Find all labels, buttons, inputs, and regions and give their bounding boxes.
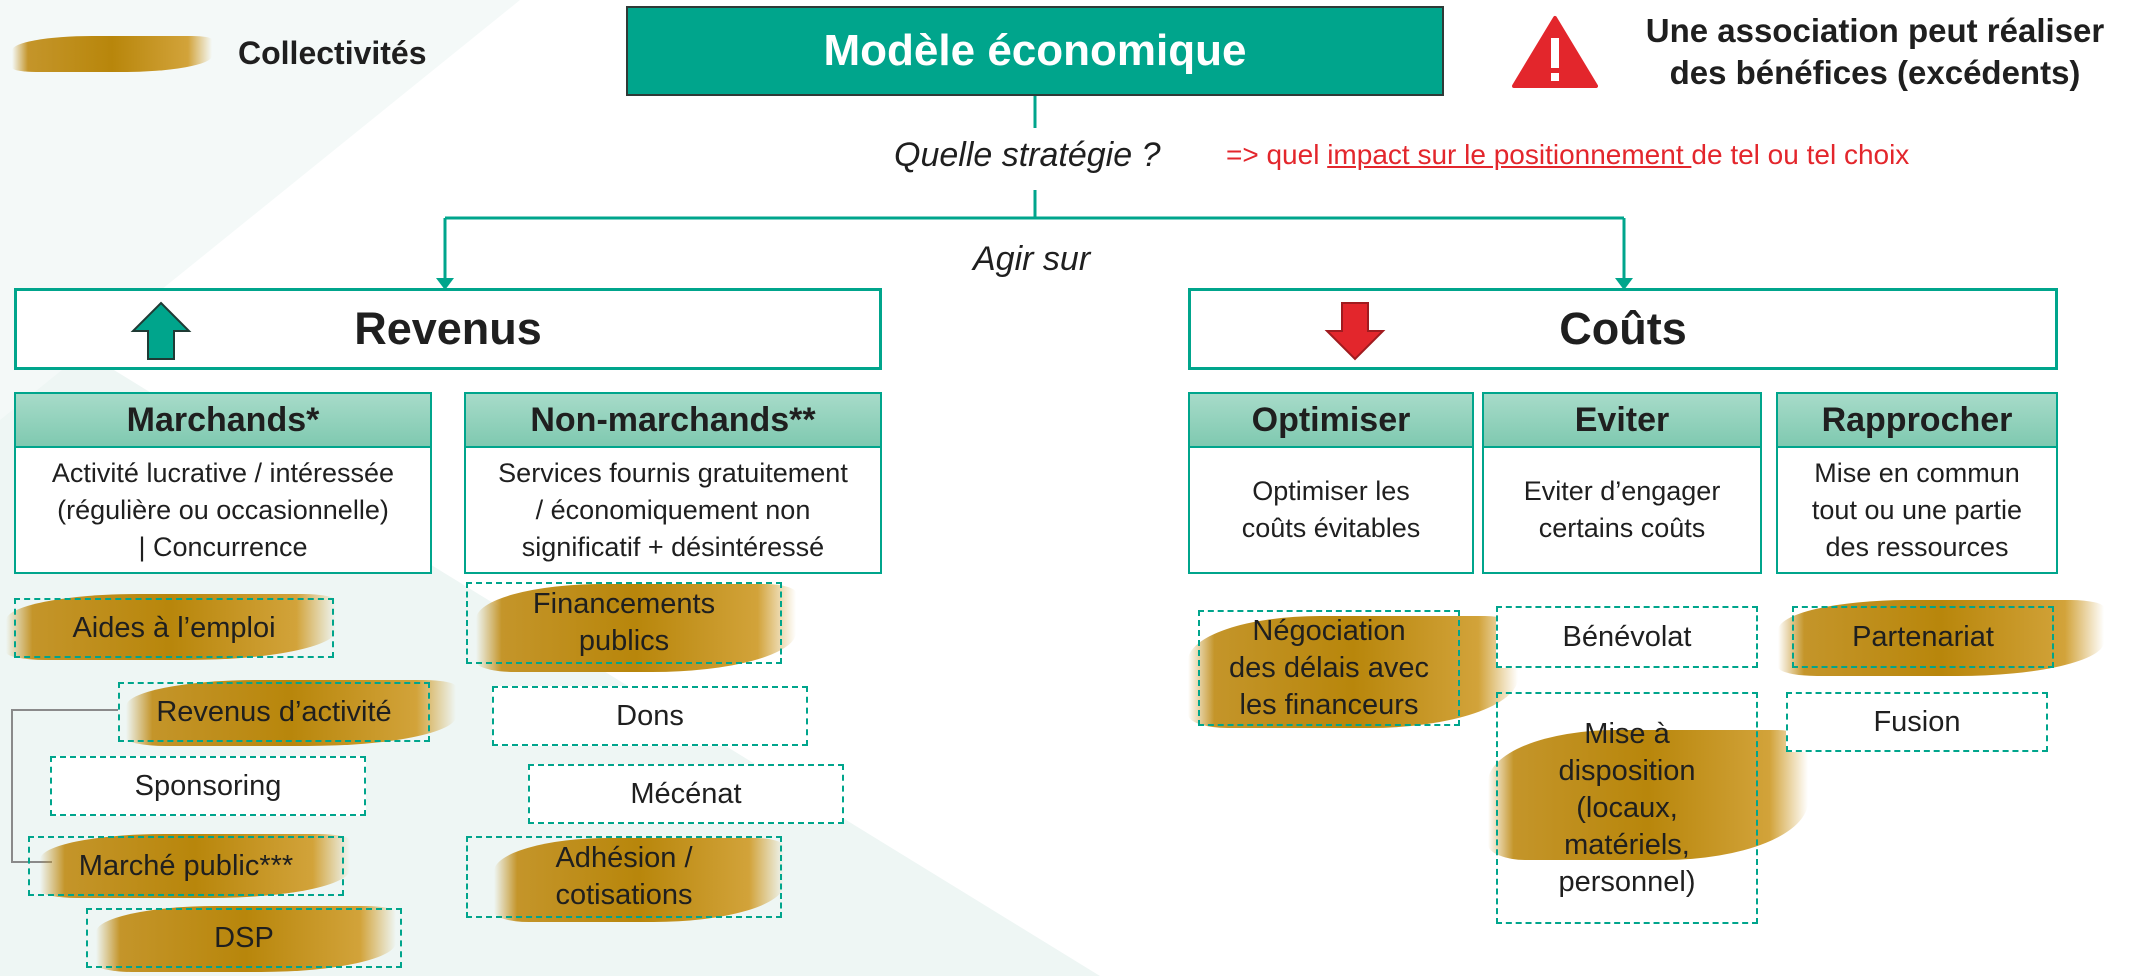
impact-prefix: => quel bbox=[1226, 139, 1328, 170]
revenus-title: Revenus bbox=[354, 303, 542, 354]
warning-text: Une association peut réaliser des bénéfi… bbox=[1600, 10, 2150, 94]
item-line-3: les financeurs bbox=[1239, 688, 1419, 721]
marchands-desc-1: Activité lucrative / intéressée bbox=[51, 457, 395, 488]
item-dsp: DSP bbox=[86, 908, 402, 968]
gold-brush bbox=[1188, 616, 1518, 728]
item-sponsoring: Sponsoring bbox=[50, 756, 366, 816]
rapprocher-desc-2: tout ou une partie bbox=[1811, 494, 2023, 525]
non-marchands-desc-3: significatif + désintéressé bbox=[521, 531, 825, 562]
item-adhesion-cotisations: Adhésion / cotisations bbox=[466, 836, 782, 918]
rapprocher-desc-1: Mise en commun bbox=[1814, 457, 2020, 488]
item-label: Aides à l’emploi bbox=[72, 611, 276, 644]
arrow-up-icon bbox=[130, 301, 192, 360]
eviter-desc-2: certains coûts bbox=[1538, 513, 1706, 543]
strategy-question: Quelle stratégie ? bbox=[894, 136, 1161, 175]
non-marchands-desc-1: Services fournis gratuitement bbox=[498, 457, 848, 488]
item-label: DSP bbox=[214, 921, 274, 954]
gold-brush bbox=[494, 838, 784, 922]
item-negociation-delais: Négociation des délais avec les financeu… bbox=[1198, 610, 1460, 726]
non-marchands-desc-2: / économiquement non bbox=[535, 494, 811, 525]
gold-brush bbox=[126, 680, 456, 746]
non-marchands-description: Services fournis gratuitement / économiq… bbox=[464, 448, 882, 574]
eviter-description: Eviter d’engager certains coûts bbox=[1482, 448, 1762, 574]
marchands-title: Marchands* bbox=[126, 400, 320, 439]
item-line-1: Mise à bbox=[1584, 717, 1670, 750]
agir-sur-label: Agir sur bbox=[973, 240, 1091, 278]
item-line-2: cotisations bbox=[555, 879, 693, 911]
item-marche-public: Marché public*** bbox=[28, 836, 344, 896]
item-line-4: matériels, bbox=[1564, 828, 1690, 861]
item-partenariat: Partenariat bbox=[1792, 606, 2054, 668]
optimiser-header: Optimiser bbox=[1188, 392, 1474, 448]
marchands-desc-3: | Concurrence bbox=[138, 531, 308, 562]
impact-note: => quel impact sur le positionnement de … bbox=[1226, 139, 1909, 171]
item-line-1: Négociation bbox=[1252, 614, 1406, 647]
gold-brush bbox=[6, 594, 336, 660]
item-label: Mécénat bbox=[630, 777, 742, 810]
item-label: Fusion bbox=[1873, 705, 1961, 738]
item-mise-a-disposition: Mise à disposition (locaux, matériels, p… bbox=[1496, 692, 1758, 924]
couts-title: Coûts bbox=[1559, 303, 1687, 354]
gold-brush bbox=[1778, 600, 2104, 676]
item-fusion: Fusion bbox=[1786, 692, 2048, 752]
impact-underlined: impact sur le positionnement bbox=[1327, 139, 1692, 170]
item-financements-publics: Financements publics bbox=[466, 582, 782, 664]
item-revenus-activite: Revenus d’activité bbox=[118, 682, 430, 742]
gold-brush bbox=[96, 906, 396, 972]
marchands-desc-2: (régulière ou occasionnelle) bbox=[57, 494, 389, 525]
item-mecenat: Mécénat bbox=[528, 764, 844, 824]
optimiser-desc-1: Optimiser les bbox=[1252, 476, 1410, 506]
warning-line-2: des bénéfices (excédents) bbox=[1669, 54, 2081, 91]
rapprocher-header: Rapprocher bbox=[1776, 392, 2058, 448]
legend-label: Collectivités bbox=[238, 35, 427, 71]
eviter-title: Eviter bbox=[1574, 400, 1670, 439]
item-label: Marché public*** bbox=[78, 849, 294, 882]
arrow-down-icon bbox=[1324, 302, 1386, 361]
warning-icon bbox=[1512, 16, 1598, 88]
non-marchands-title: Non-marchands** bbox=[530, 400, 816, 439]
eviter-desc-1: Eviter d’engager bbox=[1523, 476, 1721, 506]
optimiser-desc-2: coûts évitables bbox=[1241, 513, 1421, 543]
item-line-1: Adhésion / bbox=[555, 842, 693, 874]
item-line-3: (locaux, bbox=[1576, 791, 1678, 824]
gold-brush bbox=[476, 584, 796, 672]
optimiser-title: Optimiser bbox=[1251, 400, 1411, 439]
item-aides-emploi: Aides à l’emploi bbox=[14, 598, 334, 658]
non-marchands-header: Non-marchands** bbox=[464, 392, 882, 448]
warning-line-1: Une association peut réaliser bbox=[1645, 12, 2105, 49]
item-line-2: disposition bbox=[1558, 754, 1696, 787]
gold-brush bbox=[1488, 730, 1808, 860]
gold-brush bbox=[40, 834, 350, 898]
page-title: Modèle économique bbox=[626, 6, 1444, 96]
couts-box: Coûts bbox=[1188, 288, 2058, 370]
marchands-description: Activité lucrative / intéressée (réguliè… bbox=[14, 448, 432, 574]
item-label: Bénévolat bbox=[1562, 620, 1692, 653]
rapprocher-desc-3: des ressources bbox=[1825, 531, 2009, 562]
impact-suffix: de tel ou tel choix bbox=[1691, 139, 1910, 170]
item-label: Revenus d’activité bbox=[156, 695, 392, 728]
item-line-5: personnel) bbox=[1558, 865, 1696, 898]
rapprocher-description: Mise en commun tout ou une partie des re… bbox=[1776, 448, 2058, 574]
item-label: Dons bbox=[616, 699, 684, 732]
item-label: Partenariat bbox=[1852, 620, 1994, 653]
optimiser-description: Optimiser les coûts évitables bbox=[1188, 448, 1474, 574]
item-line-2: des délais avec bbox=[1229, 651, 1429, 684]
marchands-header: Marchands* bbox=[14, 392, 432, 448]
item-benevolat: Bénévolat bbox=[1496, 606, 1758, 668]
rapprocher-title: Rapprocher bbox=[1821, 400, 2013, 439]
eviter-header: Eviter bbox=[1482, 392, 1762, 448]
item-line-1: Financements bbox=[532, 588, 716, 620]
item-label: Sponsoring bbox=[134, 769, 282, 802]
item-line-2: publics bbox=[578, 625, 670, 657]
legend-gold-swatch bbox=[12, 36, 212, 72]
item-dons: Dons bbox=[492, 686, 808, 746]
